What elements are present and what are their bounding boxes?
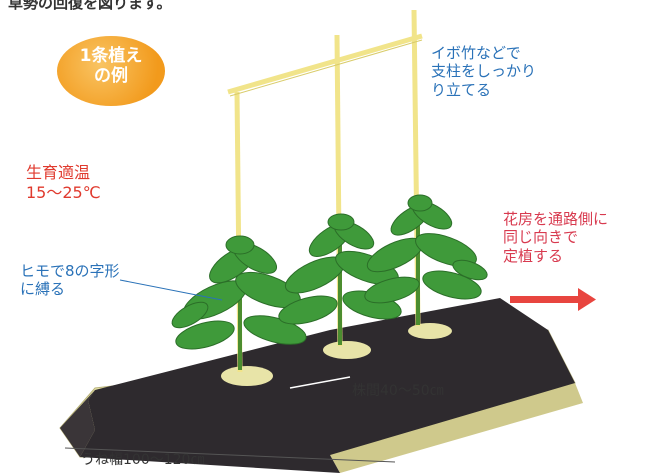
direction-arrow <box>510 288 596 311</box>
intro-text: 草勢の回復を図ります。 <box>8 0 172 12</box>
planting-hole-3 <box>408 323 452 339</box>
flower-cluster-note: 花房を通路側に 同じ向きで 定植する <box>503 210 609 265</box>
mulch-left-face <box>60 390 95 457</box>
width-dimension-line <box>64 447 396 463</box>
planting-hole-1 <box>221 366 273 386</box>
spacing-dimension-line <box>289 376 351 389</box>
bed-width-label: うね幅100〜120㎝ <box>81 452 205 468</box>
tie-leader-line <box>119 279 223 301</box>
stake-crossbar <box>227 33 423 95</box>
temperature-note: 生育適温 15〜25℃ <box>26 163 101 202</box>
stake-crossbar-lower <box>229 39 423 97</box>
bamboo-stake-note: イボ竹などで 支柱をしっかり り立てる <box>431 44 537 99</box>
tomato-plant-3 <box>364 194 488 325</box>
tie-figure-eight-note: ヒモで8の字形 に縛る <box>20 262 120 299</box>
planting-hole-2 <box>323 341 371 359</box>
badge-label: 1条植え の例 <box>79 46 143 86</box>
bed-soil-shade <box>330 383 583 473</box>
mulch-sheet <box>80 298 575 473</box>
plant-spacing-label: 株間40〜50㎝ <box>352 383 444 399</box>
planting-example-badge: 1条植え の例 <box>57 36 165 106</box>
